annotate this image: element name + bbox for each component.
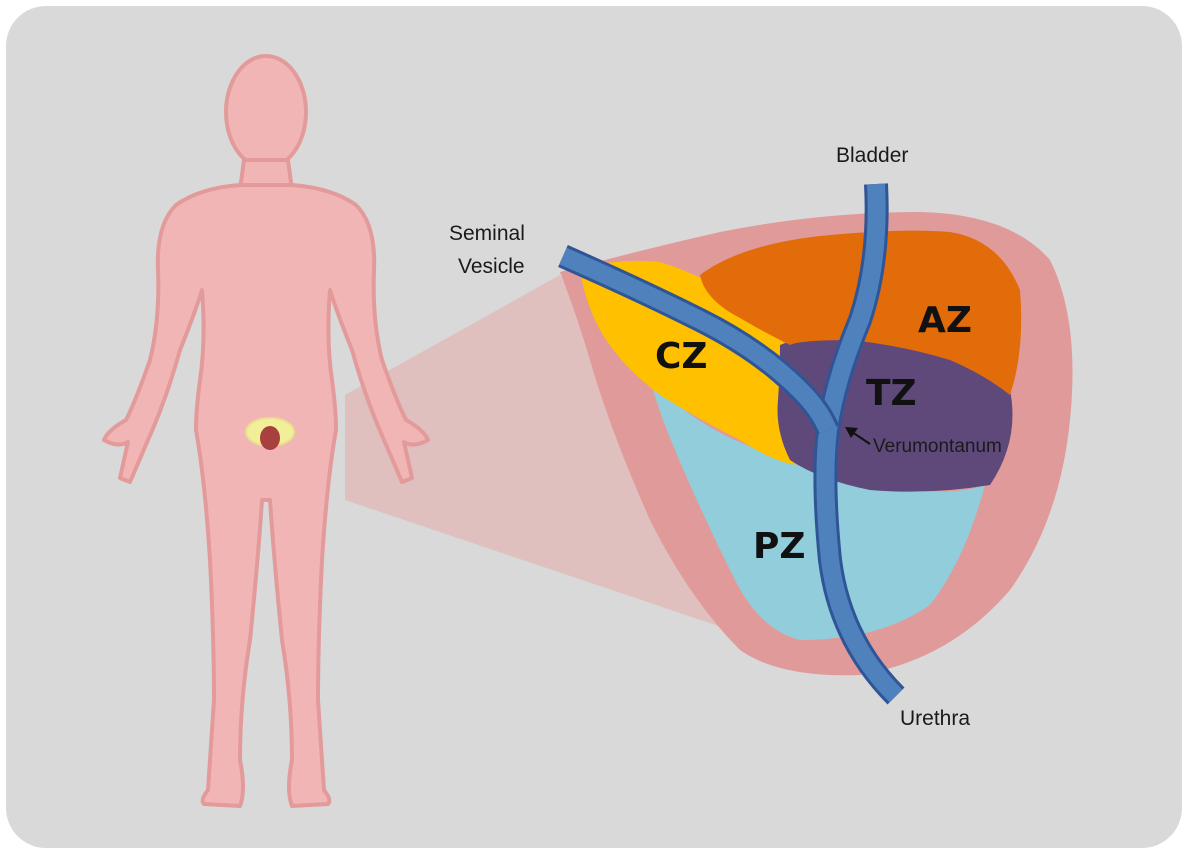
zone-label-tz: TZ	[866, 373, 917, 414]
label-seminal-vesicle-line1: Seminal	[449, 222, 525, 245]
label-seminal-vesicle-line2: Vesicle	[458, 255, 525, 278]
label-urethra: Urethra	[900, 707, 970, 730]
zone-label-pz: PZ	[753, 526, 806, 567]
zone-label-az: AZ	[918, 300, 972, 341]
label-bladder: Bladder	[836, 144, 908, 167]
label-verumontanum: Verumontanum	[873, 436, 1002, 457]
prostate-location-marker	[260, 426, 280, 450]
zone-label-cz: CZ	[655, 336, 708, 377]
